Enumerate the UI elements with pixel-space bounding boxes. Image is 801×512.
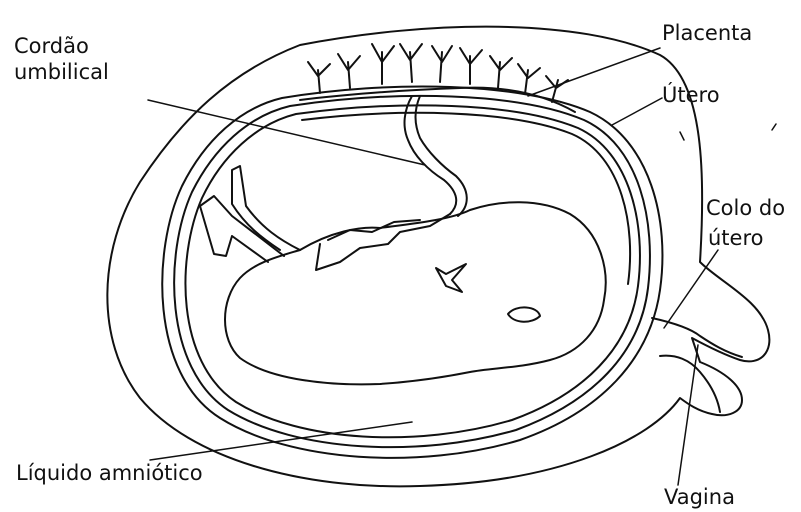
- leader-liquido: [150, 422, 412, 460]
- label-placenta: Placenta: [662, 20, 752, 46]
- leader-vagina: [678, 345, 698, 485]
- label-cordao-line1: Cordão: [14, 33, 89, 59]
- fetus-leg-upper: [232, 166, 300, 250]
- leader-utero: [612, 98, 662, 125]
- membrane-inner: [185, 105, 639, 437]
- label-colo-line1: Colo do: [706, 195, 785, 221]
- label-cordao-line2: umbilical: [14, 59, 109, 85]
- label-utero: Útero: [662, 82, 720, 108]
- label-liquido: Líquido amniótico: [16, 460, 203, 486]
- fetus-eye: [508, 307, 540, 321]
- leader-placenta: [528, 48, 660, 96]
- label-colo-line2: útero: [708, 225, 763, 251]
- fetus-leg-lower: [200, 196, 284, 262]
- utero-marks: [680, 124, 776, 140]
- fetus-arm: [316, 214, 450, 270]
- label-vagina: Vagina: [664, 484, 735, 510]
- leader-cordao: [148, 100, 425, 165]
- leader-colo: [664, 250, 718, 328]
- placenta-villi: [300, 44, 575, 112]
- fetus-ear: [436, 264, 466, 292]
